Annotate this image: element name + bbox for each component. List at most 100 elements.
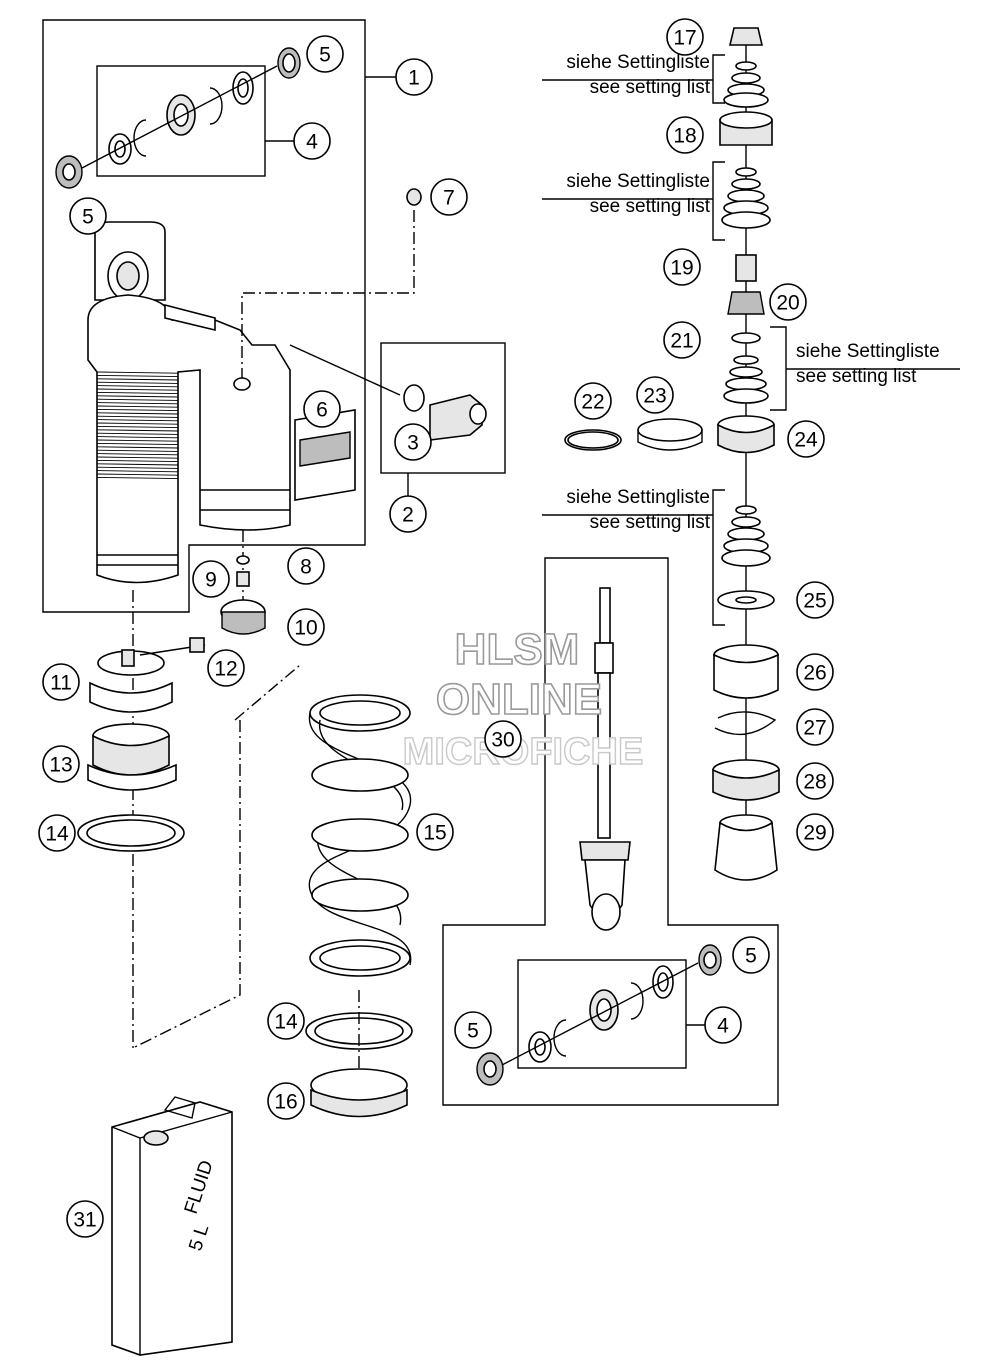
callout-circle [293,122,331,160]
adjusting-clamp-ring [89,637,206,713]
callout-30: 30 [484,720,522,758]
watermark-line-3: MICROFICHE [403,731,644,773]
callout-4: 4 [293,122,331,160]
callout-number: 20 [776,292,799,315]
callout-17: 17 [666,18,704,56]
setting-note-3-en: see setting list [796,366,917,387]
callout-number: 24 [794,429,818,452]
callout-number: 30 [491,729,514,752]
callout-26: 26 [796,653,834,691]
callout-circle [666,116,704,154]
callout-circle [42,663,80,701]
callout-29: 29 [796,813,834,851]
piston-rod [579,587,631,931]
callout-number: 18 [673,125,696,148]
band-ring-23 [637,418,703,442]
callout-number: 7 [443,187,455,210]
piston-stack [712,27,780,881]
callout-circle [787,420,825,458]
callout-circle [704,1006,742,1044]
callout-circle [430,178,468,216]
callout-number: 22 [581,391,604,414]
callout-19: 19 [663,248,701,286]
callout-7: 7 [430,178,468,216]
callout-circle [796,813,834,851]
callout-circle [663,321,701,359]
callout-circle [484,720,522,758]
callout-1: 1 [395,58,433,96]
callout-14: 14 [267,1002,305,1040]
callout-21: 21 [663,321,701,359]
frame-bearing-set-4 [96,65,266,177]
callout-number: 26 [803,662,826,685]
callout-number: 14 [274,1011,298,1034]
watermark-line-2: ONLINE [436,675,602,724]
setting-note-2-de: siehe Settingliste [566,171,710,192]
callout-number: 13 [49,754,72,777]
callout-circle [574,382,612,420]
callout-5: 5 [454,1011,492,1049]
frame-valve-2 [380,342,506,474]
callout-10: 10 [287,608,325,646]
frame-piston-rod-30 [442,557,779,1106]
bearing-set-lower [476,944,722,1086]
setting-note-4-en: see setting list [590,512,711,533]
callout-22: 22 [574,382,612,420]
callout-number: 2 [402,504,414,527]
setting-note-1-de: siehe Settingliste [566,52,710,73]
callout-number: 8 [300,556,312,579]
callout-5: 5 [732,936,770,974]
adjusting-nut [87,723,177,791]
callout-31: 31 [66,1200,104,1238]
callout-circle [287,608,325,646]
spring-threads [96,371,179,480]
callout-number: 19 [670,257,693,280]
callout-circle [395,58,433,96]
setting-note-1-en: see setting list [590,77,711,98]
callout-9: 9 [192,560,230,598]
callout-number: 5 [745,945,757,968]
callout-number: 10 [294,617,317,640]
fluid-can: FLUID 5 L [111,1096,233,1356]
setting-note-3-de: siehe Settingliste [796,341,940,362]
callout-number: 23 [643,385,666,408]
callout-circle [796,762,834,800]
callout-number: 21 [670,330,693,353]
callout-23: 23 [636,376,674,414]
callout-14: 14 [38,814,76,852]
callout-number: 12 [214,658,237,681]
callout-5: 5 [69,197,107,235]
callout-circle [267,1082,305,1120]
callout-circle [192,560,230,598]
callout-circle [303,390,341,428]
callout-3: 3 [394,423,432,461]
callout-number: 25 [803,590,826,613]
callout-number: 6 [316,399,328,422]
callout-number: 29 [803,822,826,845]
spring-retainer [310,1068,408,1118]
callout-circle [769,283,807,321]
callout-circle [287,547,325,585]
callout-5: 5 [306,35,344,73]
callout-number: 1 [408,67,420,90]
callout-number: 15 [423,822,446,845]
callout-number: 3 [407,432,419,455]
callout-circle [666,18,704,56]
callout-8: 8 [287,547,325,585]
callout-circle [732,936,770,974]
callout-number: 4 [717,1015,729,1038]
callout-13: 13 [42,745,80,783]
callout-circle [663,248,701,286]
shock-absorber-body [87,221,356,584]
callout-number: 17 [673,27,696,50]
setting-note-4-de: siehe Settingliste [566,487,710,508]
callout-number: 5 [82,206,94,229]
callout-circle [42,745,80,783]
callout-number: 11 [50,672,72,695]
callout-circle [38,814,76,852]
coil-spring [308,694,412,977]
watermark-line-1: HLSM [455,625,580,674]
callout-circle [636,376,674,414]
